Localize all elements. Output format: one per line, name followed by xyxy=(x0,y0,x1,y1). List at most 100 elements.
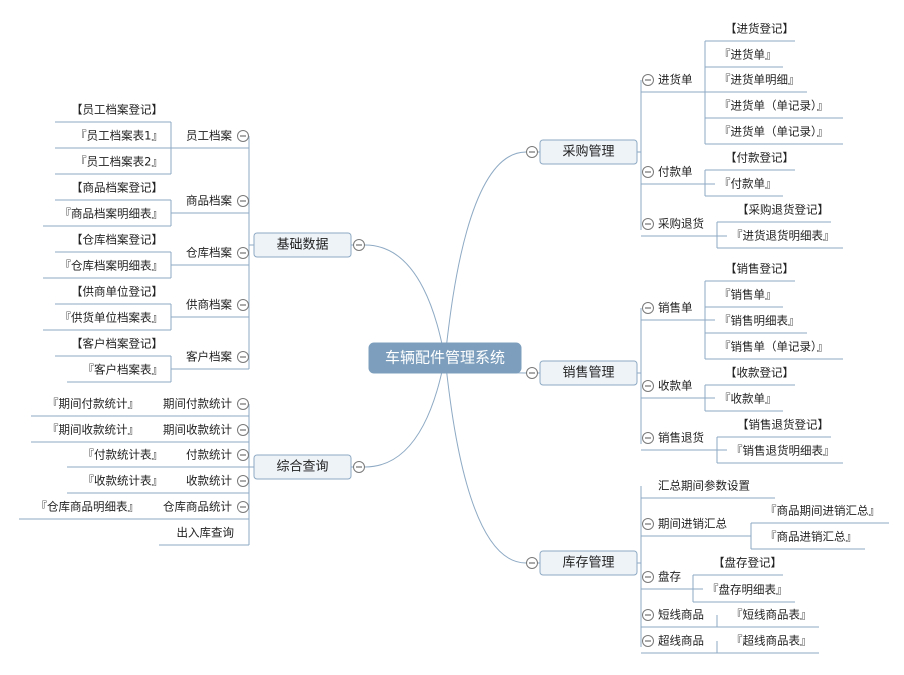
sub-toggle-icon[interactable] xyxy=(237,130,249,142)
leaf-node-label: 『销售明细表』 xyxy=(719,314,800,328)
sub-node-label: 采购退货 xyxy=(658,217,704,231)
leaf-node-label: 『超线商品表』 xyxy=(731,634,812,648)
branch-node[interactable] xyxy=(539,139,638,165)
branch-label: 库存管理 xyxy=(562,555,614,571)
sub-toggle-icon[interactable] xyxy=(642,432,654,444)
leaf-node-label: 【采购退货登记】 xyxy=(737,203,829,217)
connector-lines xyxy=(19,40,889,654)
sub-node-label: 短线商品 xyxy=(658,608,704,622)
branch-toggle-icon[interactable] xyxy=(526,557,538,569)
leaf-node-label: 『进货单』 xyxy=(719,48,777,62)
sub-toggle-icon[interactable] xyxy=(237,501,249,513)
leaf-node-label: 『客户档案表』 xyxy=(83,363,164,377)
sub-node-label: 进货单 xyxy=(658,73,693,87)
leaf-node-label: 『销售单（单记录）』 xyxy=(719,340,828,354)
leaf-node-label: 【付款登记】 xyxy=(725,151,794,165)
branch-connector xyxy=(364,357,446,468)
sub-node-label: 期间进销汇总 xyxy=(658,517,727,531)
leaf-node-label: 『员工档案表1』 xyxy=(75,129,163,143)
leaf-node-label: 『盘存明细表』 xyxy=(707,583,788,597)
branch-toggle-icon[interactable] xyxy=(353,239,365,251)
leaf-node-label: 『进货单（单记录）』 xyxy=(719,99,828,113)
sub-toggle-icon[interactable] xyxy=(642,380,654,392)
sub-toggle-icon[interactable] xyxy=(237,424,249,436)
leaf-node-label: 【商品档案登记】 xyxy=(71,181,163,195)
branch-label: 采购管理 xyxy=(562,144,614,160)
sub-toggle-icon[interactable] xyxy=(237,398,249,410)
sub-toggle-icon[interactable] xyxy=(642,74,654,86)
sub-node-label: 出入库查询 xyxy=(177,526,235,540)
branch-connector xyxy=(444,357,527,564)
sub-toggle-icon[interactable] xyxy=(642,609,654,621)
sub-node-label: 收款单 xyxy=(658,379,693,393)
leaf-node-label: 『商品进销汇总』 xyxy=(765,530,857,544)
branch-toggle-icon[interactable] xyxy=(526,367,538,379)
leaf-node-label: 【供商单位登记】 xyxy=(71,285,163,299)
leaf-node-label: 【销售退货登记】 xyxy=(737,418,829,432)
sub-toggle-icon[interactable] xyxy=(642,635,654,647)
leaf-node-label: 『仓库档案明细表』 xyxy=(60,259,164,273)
sub-node-label: 付款统计 xyxy=(186,448,232,462)
branch-label: 基础数据 xyxy=(276,238,328,253)
sub-node-label: 付款单 xyxy=(658,165,693,179)
leaf-node-label: 『进货单（单记录）』 xyxy=(719,125,828,139)
leaf-node-label: 『员工档案表2』 xyxy=(75,155,163,169)
leaf-node-label: 『短线商品表』 xyxy=(731,608,812,622)
leaf-node-label: 『商品档案明细表』 xyxy=(60,207,164,221)
sub-toggle-icon[interactable] xyxy=(237,475,249,487)
sub-toggle-icon[interactable] xyxy=(237,351,249,363)
leaf-node-label: 【仓库档案登记】 xyxy=(71,233,163,247)
leaf-node-label: 『进货单明细』 xyxy=(719,73,800,87)
sub-toggle-icon[interactable] xyxy=(642,302,654,314)
sub-toggle-icon[interactable] xyxy=(642,218,654,230)
branch-node[interactable] xyxy=(539,550,638,576)
branch-connector xyxy=(364,244,446,359)
sub-toggle-icon[interactable] xyxy=(237,449,249,461)
sub-node-label: 商品档案 xyxy=(186,194,232,208)
branch-node[interactable] xyxy=(253,454,352,480)
sub-toggle-icon[interactable] xyxy=(642,166,654,178)
mindmap-nodes: 采购管理 进货单 【进货登记】『进货单』『进货单明细』『进货单（单记录）』『进货单（… xyxy=(36,22,881,648)
sub-node-label: 仓库档案 xyxy=(186,246,232,260)
sub-node-label: 销售单 xyxy=(658,301,693,315)
sub-toggle-icon[interactable] xyxy=(237,247,249,259)
leaf-node-label: 『销售退货明细表』 xyxy=(731,444,835,458)
branch-node[interactable] xyxy=(253,232,352,258)
leaf-node-label: 『销售单』 xyxy=(719,288,777,302)
leaf-node-label: 『商品期间进销汇总』 xyxy=(765,504,880,518)
leaf-node-label: 【员工档案登记】 xyxy=(71,103,163,117)
root-label: 车辆配件管理系统 xyxy=(385,349,505,367)
leaf-node-label: 『期间付款统计』 xyxy=(47,397,139,411)
sub-toggle-icon[interactable] xyxy=(642,571,654,583)
sub-node-label: 销售退货 xyxy=(658,431,704,445)
leaf-node-label: 『供货单位档案表』 xyxy=(60,311,164,325)
branch-toggle-icon[interactable] xyxy=(353,461,365,473)
leaf-node-label: 『收款统计表』 xyxy=(83,474,164,488)
sub-toggle-icon[interactable] xyxy=(642,518,654,530)
sub-node-label: 仓库商品统计 xyxy=(163,500,232,514)
leaf-node-label: 【盘存登记】 xyxy=(713,556,782,570)
leaf-node-label: 【客户档案登记】 xyxy=(71,337,163,351)
root-node[interactable] xyxy=(368,342,522,374)
branch-label: 销售管理 xyxy=(562,365,614,381)
leaf-node-label: 『仓库商品明细表』 xyxy=(36,500,140,514)
sub-node-label: 超线商品 xyxy=(658,634,704,648)
sub-node-label: 供商档案 xyxy=(186,298,232,312)
sub-node-label: 客户档案 xyxy=(186,350,232,364)
leaf-node-label: 『付款统计表』 xyxy=(83,448,164,462)
branch-node[interactable] xyxy=(539,360,638,386)
sub-node-label: 收款统计 xyxy=(186,474,232,488)
sub-toggle-icon[interactable] xyxy=(237,299,249,311)
leaf-node-label: 【销售登记】 xyxy=(725,262,794,276)
sub-toggle-icon[interactable] xyxy=(237,195,249,207)
leaf-node-label: 『付款单』 xyxy=(719,177,777,191)
sub-node-label: 员工档案 xyxy=(186,129,232,143)
leaf-node-label: 【进货登记】 xyxy=(725,22,794,36)
leaf-node-label: 『期间收款统计』 xyxy=(47,423,139,437)
leaf-node-label: 『进货退货明细表』 xyxy=(731,229,835,243)
leaf-node-label: 【收款登记】 xyxy=(725,366,794,380)
branch-label: 综合查询 xyxy=(276,460,328,475)
branch-toggle-icon[interactable] xyxy=(526,146,538,158)
sub-node-label: 盘存 xyxy=(658,570,681,584)
